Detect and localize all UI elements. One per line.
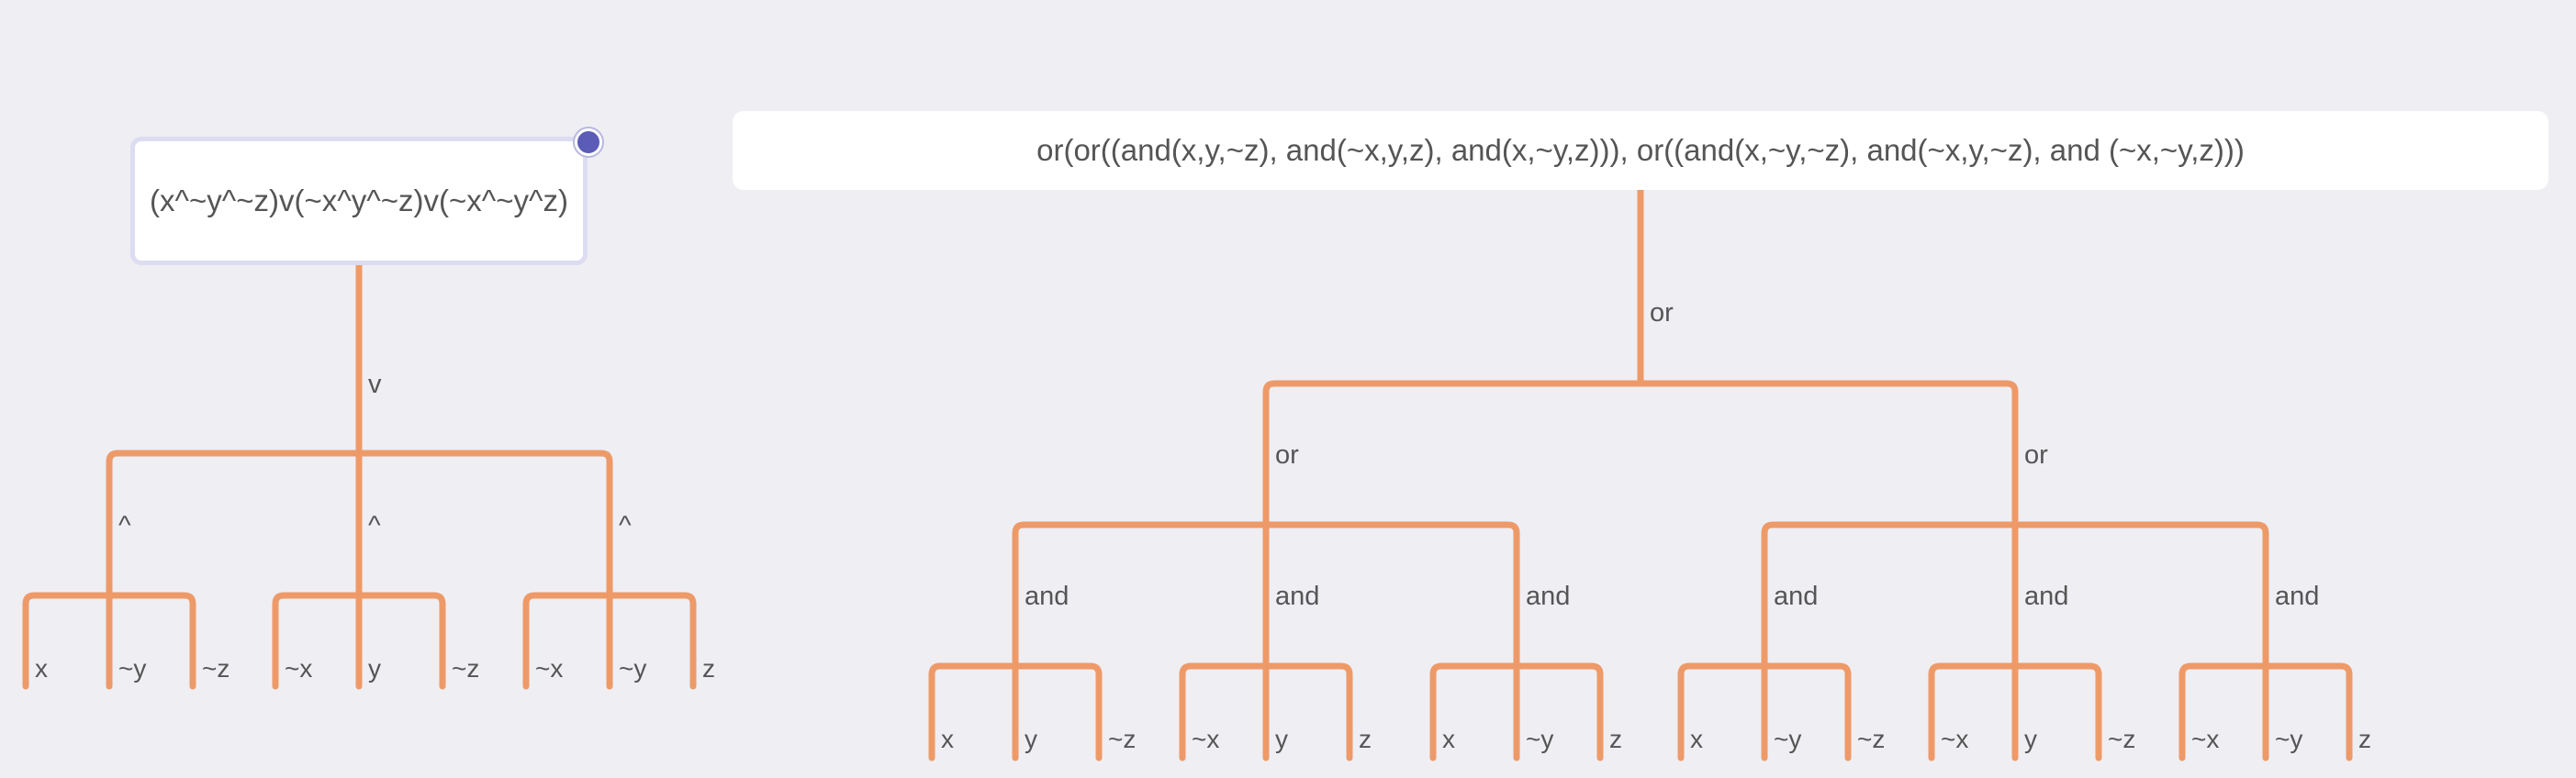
left-leaf-label: ~z <box>452 654 480 683</box>
left-branch-op-label: ^ <box>619 511 632 540</box>
right-leaf-label: y <box>1025 725 1037 753</box>
left-leaf-label: x <box>35 654 48 683</box>
left-root-expression: (x^~y^~z)v(~x^y^~z)v(~x^~y^z) <box>150 183 568 217</box>
right-leaf-label: ~y <box>2275 725 2303 753</box>
right-leaf-label: ~x <box>1192 725 1220 753</box>
right-sub-op-label: or <box>2024 440 2048 470</box>
right-branch-op-label: and <box>2275 582 2320 611</box>
left-leaf-label: y <box>368 654 381 683</box>
right-leaf-label: z <box>1609 725 1622 753</box>
right-branch-op-label: and <box>1774 582 1819 611</box>
right-branch-op-label: and <box>1526 582 1571 611</box>
node-connection-handle[interactable] <box>575 128 602 156</box>
right-leaf-label: ~z <box>1108 725 1137 753</box>
right-root-expression: or(or((and(x,y,~z), and(~x,y,z), and(x,~… <box>1036 133 2245 167</box>
left-root-node[interactable]: (x^~y^~z)v(~x^y^~z)v(~x^~y^z) <box>130 137 588 265</box>
left-leaf-label: ~y <box>619 654 647 683</box>
right-sub-op-label: or <box>1275 440 1299 470</box>
right-branch-op-label: and <box>1025 582 1070 611</box>
right-leaf-label: x <box>941 725 954 753</box>
right-branch-op-label: and <box>2024 582 2069 611</box>
left-leaf-label: z <box>702 654 715 683</box>
right-leaf-label: ~x <box>2191 725 2220 753</box>
right-level1-bar <box>1262 380 2019 528</box>
left-branch-op-label: ^ <box>368 511 381 540</box>
right-leaf-label: z <box>2358 725 2371 753</box>
right-leaf-label: ~x <box>1941 725 1969 753</box>
left-leaf-label: ~z <box>202 654 230 683</box>
right-root-node[interactable]: or(or((and(x,y,~z), and(~x,y,z), and(x,~… <box>733 111 2548 190</box>
right-branch-op-label: and <box>1275 582 1320 611</box>
right-leaf-label: x <box>1442 725 1455 753</box>
left-leaf-label: ~x <box>285 654 313 683</box>
right-leaf-label: y <box>1275 725 1288 753</box>
right-root-op-label: or <box>1650 298 1674 328</box>
left-leaf-label: ~y <box>118 654 147 683</box>
right-leaf-label: ~y <box>1774 725 1802 753</box>
right-leaf-label: z <box>1359 725 1372 753</box>
right-leaf-label: ~y <box>1526 725 1554 753</box>
left-branch-op-label: ^ <box>118 511 131 540</box>
right-leaf-label: ~z <box>1857 725 1886 753</box>
right-leaf-label: y <box>2024 725 2037 753</box>
right-leaf-label: x <box>1690 725 1703 753</box>
right-leaf-label: ~z <box>2108 725 2136 753</box>
left-root-op-label: v <box>368 370 382 399</box>
left-leaf-label: ~x <box>535 654 564 683</box>
